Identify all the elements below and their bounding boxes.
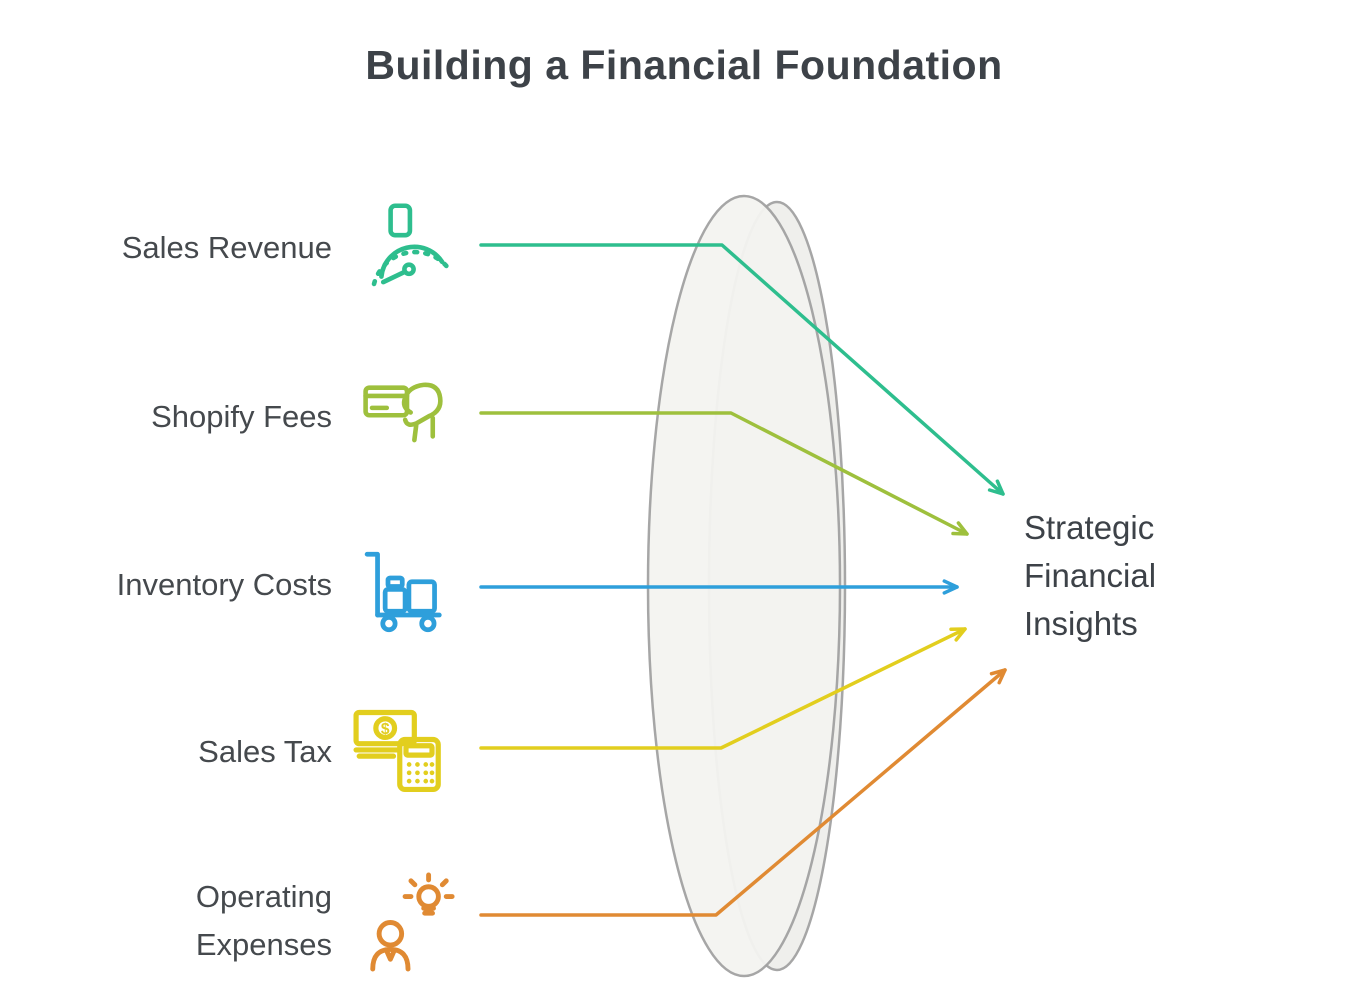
cash-register-gauge-icon (371, 203, 450, 287)
input-label-operating-expenses: Operating Expenses (195, 879, 332, 962)
hand-holding-card-icon (363, 382, 443, 443)
flow-arrow-sales-tax (479, 627, 967, 750)
luggage-cart-icon (364, 551, 442, 633)
input-label-sales-revenue: Sales Revenue (121, 230, 332, 265)
input-label-shopify-fees: Shopify Fees (151, 399, 332, 434)
flow-arrow-sales-revenue (479, 243, 1005, 496)
flow-arrow-inventory-costs (479, 579, 959, 595)
input-label-sales-tax: Sales Tax (198, 734, 332, 769)
flow-arrow-shopify-fees (479, 411, 969, 536)
banknote-calculator-icon: $ (353, 709, 441, 793)
dollar-sign-glyph: $ (381, 721, 390, 738)
page-title: Building a Financial Foundation (365, 42, 1003, 88)
output-label: Strategic Financial Insights (1024, 509, 1157, 642)
flow-arrow-operating-expenses (479, 668, 1007, 917)
input-label-inventory-costs: Inventory Costs (116, 567, 332, 602)
person-idea-icon (370, 872, 455, 972)
